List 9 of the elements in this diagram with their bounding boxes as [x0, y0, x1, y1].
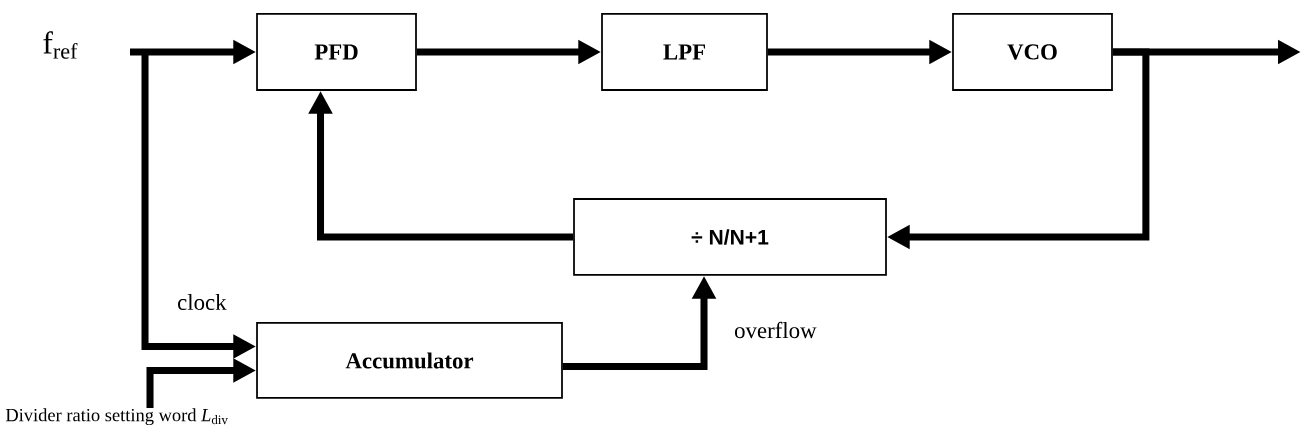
block-box: Accumulator — [256, 322, 563, 399]
block-box: PFD — [256, 13, 417, 91]
block-box: ÷ N/N+1 — [573, 198, 887, 276]
caption-text: Divider ratio setting word L$_{div}$ — [5, 408, 228, 426]
edge-label: overflow — [732, 320, 819, 340]
edge-label: clock — [175, 292, 229, 312]
block-box: VCO — [952, 13, 1113, 91]
block-box: LPF — [601, 13, 768, 91]
signal-label: f$_{ref}$ — [43, 31, 78, 59]
